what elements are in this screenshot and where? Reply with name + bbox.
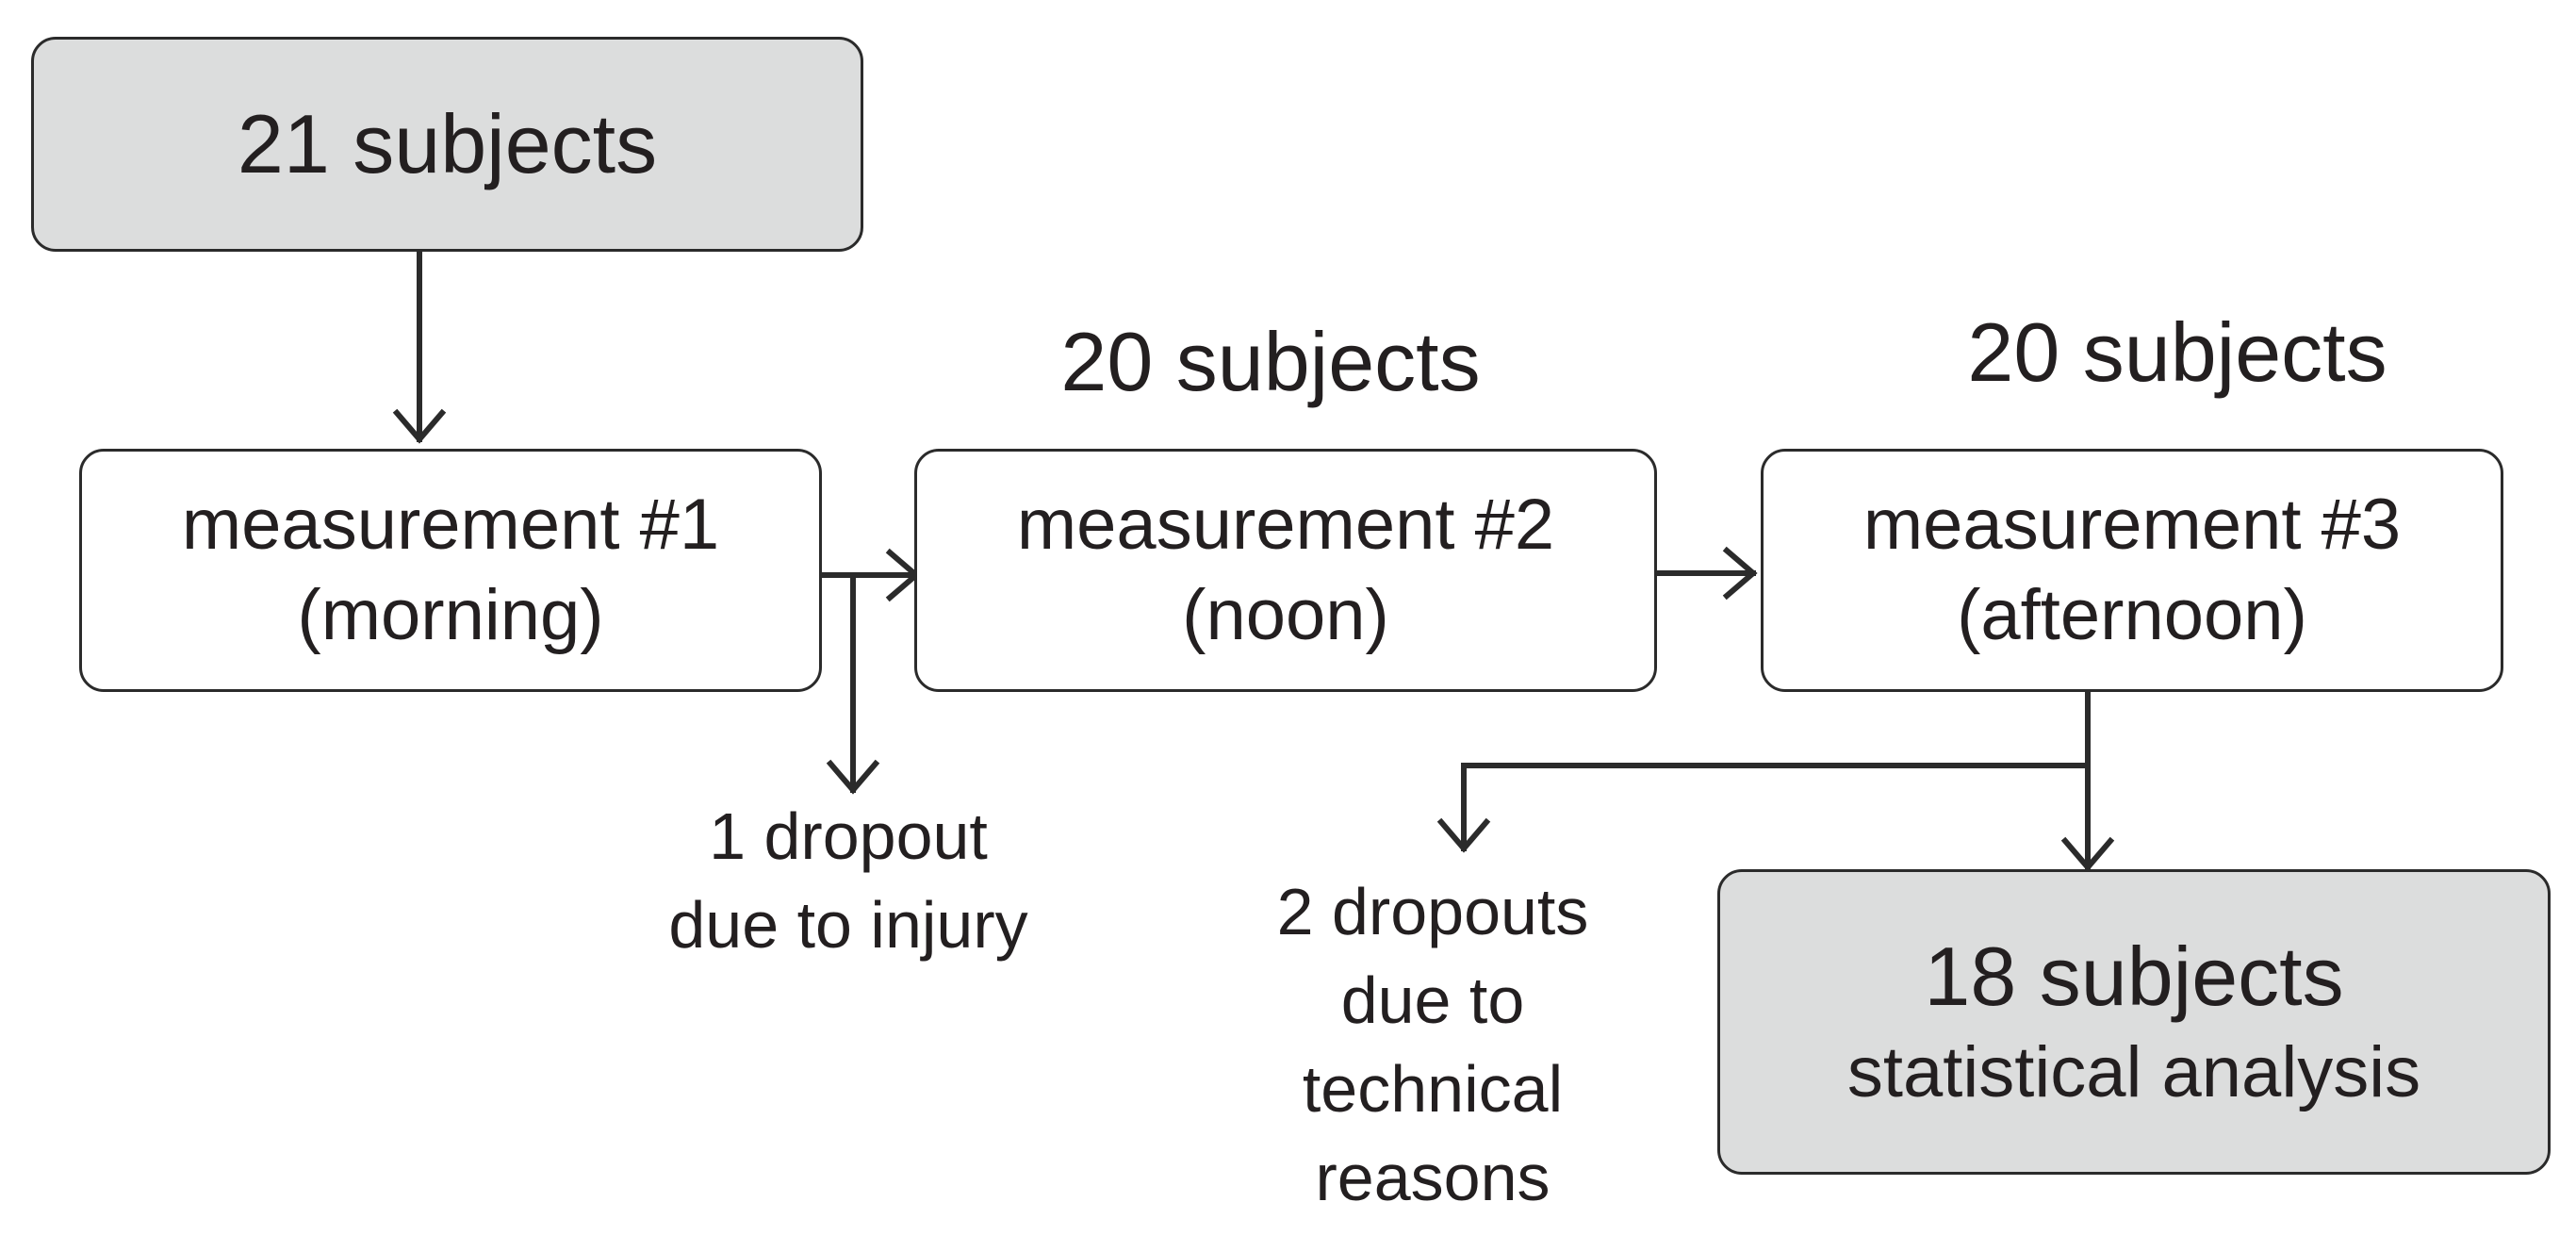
final-box-note: statistical analysis (1846, 1032, 2421, 1112)
measurement-1-box: measurement #1 (morning) (79, 449, 822, 692)
measurement-1-title: measurement #1 (181, 485, 720, 565)
measurement-3-title: measurement #3 (1862, 485, 2402, 565)
dropout-note-2-line-2: due to (1340, 963, 1525, 1037)
measurement-2-time: (noon) (1182, 575, 1389, 655)
measurement-3-time: (afternoon) (1957, 575, 2307, 655)
arrowhead-start-to-m1 (392, 408, 447, 444)
arrowhead-m2-to-m3 (1722, 546, 1758, 601)
dropout-note-2-line-1: 2 dropouts (1276, 875, 1589, 948)
arrowhead-dropout-1 (826, 759, 880, 795)
measurement-2-title: measurement #2 (1016, 485, 1555, 565)
measurement-3-box: measurement #3 (afternoon) (1761, 449, 2503, 692)
dropout-note-2-line-4: reasons (1315, 1141, 1551, 1214)
dropout-note-1-line-2: due to injury (668, 888, 1028, 962)
dropout-note-1: 1 dropout due to injury (584, 792, 1112, 969)
dropout-note-2: 2 dropouts due to technical reasons (1197, 867, 1668, 1222)
final-box: 18 subjects statistical analysis (1717, 869, 2551, 1175)
dropout-note-2-line-3: technical (1302, 1052, 1564, 1126)
count-before-m2: 20 subjects (1060, 315, 1481, 408)
measurement-1-time: (morning) (297, 575, 604, 655)
start-box-label: 21 subjects (237, 97, 658, 190)
arrow-dropout-2 (1461, 763, 2091, 851)
final-box-count: 18 subjects (1924, 930, 2344, 1023)
arrowhead-dropout-2 (1436, 817, 1491, 853)
measurement-2-box: measurement #2 (noon) (914, 449, 1657, 692)
start-box: 21 subjects (31, 37, 863, 252)
count-before-m3: 20 subjects (1967, 305, 2387, 399)
arrowhead-m3-to-final (2060, 836, 2115, 872)
dropout-note-1-line-1: 1 dropout (709, 799, 988, 873)
